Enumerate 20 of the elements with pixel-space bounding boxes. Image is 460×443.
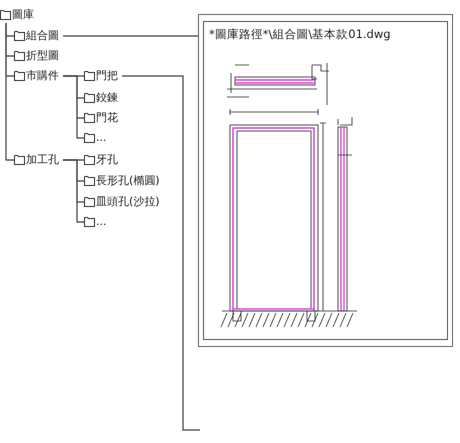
folder-label: 折型圖 — [26, 48, 59, 64]
folder-label: ... — [96, 214, 106, 230]
folder-label: 組合圖 — [26, 28, 59, 44]
connector-line — [122, 75, 200, 431]
file-path: *圖庫路徑*\組合圖\基本款01.dwg — [209, 27, 391, 42]
connector-line — [63, 75, 84, 139]
connector-line — [5, 23, 14, 161]
folder-label: ... — [96, 130, 106, 146]
folder-label: 圖庫 — [12, 7, 34, 23]
folder-label: 皿頭孔(沙拉) — [96, 194, 160, 210]
connector-line — [63, 35, 198, 37]
folder-label: 長形孔(橢圓) — [96, 173, 160, 189]
folder-label: 鉸鍊 — [96, 90, 118, 106]
folder-label: 門花 — [96, 110, 118, 126]
folder-label: 加工孔 — [26, 152, 59, 168]
drawing-panel — [198, 14, 453, 347]
folder-label: 市購件 — [26, 68, 59, 84]
folder-label: 牙孔 — [96, 152, 118, 168]
folder-label: 門把 — [96, 68, 118, 84]
connector-line — [63, 159, 84, 223]
